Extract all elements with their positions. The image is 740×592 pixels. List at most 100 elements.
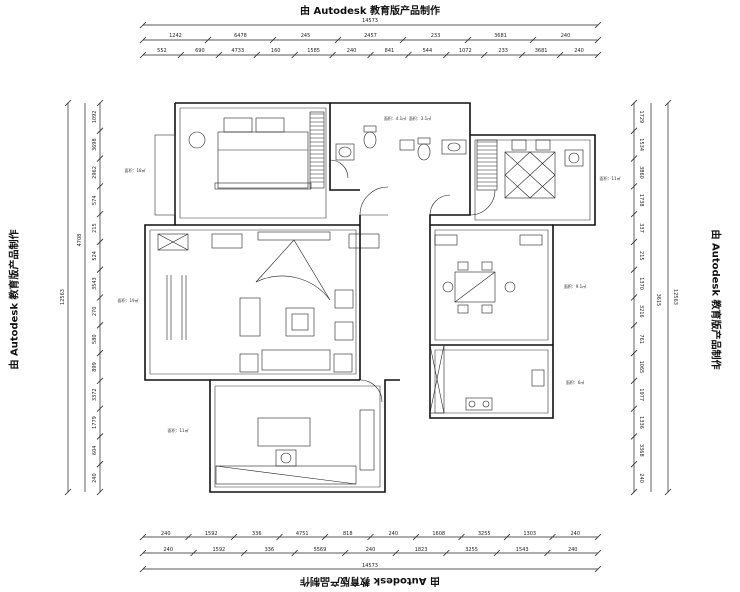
dimension-tick (544, 549, 551, 557)
dimension-tick (185, 533, 192, 541)
dimension-tick (392, 549, 400, 557)
dimension-tick (556, 51, 564, 59)
dimension-tick (64, 99, 72, 107)
dimension-tick (630, 99, 638, 107)
dimension-tick (594, 549, 602, 557)
wall-inner (149, 107, 591, 488)
second-bedroom-furniture (476, 139, 584, 199)
dimension-tick (630, 433, 638, 440)
living-room-furniture (157, 231, 380, 373)
left-row-dimension: 240 (92, 473, 98, 483)
right-row-dimension: 1738 (638, 194, 644, 207)
dimension-lines (67, 24, 669, 570)
dimension-tick (630, 405, 638, 412)
dimension-tick (503, 533, 511, 541)
bottom-row2-dimension: 1823 (415, 547, 428, 553)
dimension-tick (630, 460, 638, 468)
top-row2-dimension: 544 (423, 48, 433, 54)
dimension-tick (630, 210, 638, 218)
room-area-label: 面积：3.1㎡ (409, 115, 431, 121)
dimension-tick (96, 155, 104, 162)
left-row-dimension: 1092 (92, 111, 98, 124)
dimension-tick (204, 36, 212, 44)
dimension-tick (664, 99, 672, 107)
dimension-tick (139, 549, 147, 557)
bottom-row1-dimension: 4751 (296, 531, 309, 537)
room-area-label: 面积：6㎡ (566, 379, 585, 385)
left-row-dimension: 215 (92, 223, 98, 233)
right-row-dimension: 1977 (638, 388, 644, 401)
door-swings (329, 159, 496, 403)
bottom-row1-dimension: 1303 (523, 531, 536, 537)
top-row2-dimension: 3681 (535, 48, 548, 54)
dimension-tick (341, 549, 349, 557)
right-sub-dimension: 3615 (655, 294, 661, 307)
dimension-tick (399, 36, 407, 44)
bottom-row2-dimension: 5569 (314, 547, 327, 553)
dimension-tick (594, 36, 602, 44)
dimension-tick (443, 51, 450, 59)
top-row2-dimension: 240 (347, 48, 357, 54)
bottom-row2-dimension: 240 (164, 547, 174, 553)
dimension-tick (664, 488, 672, 496)
dimension-tick (96, 266, 104, 273)
left-sub-dimension: 4708 (77, 234, 83, 247)
dimension-tick (96, 294, 104, 301)
dimension-tick (334, 36, 342, 44)
top-row2-dimension: 1585 (307, 48, 320, 54)
dimension-tick (139, 533, 147, 541)
left-total-dimension: 12563 (60, 289, 66, 305)
bottom-row1-dimension: 336 (252, 531, 262, 537)
left-row-dimension: 3543 (92, 277, 98, 290)
dimension-tick (64, 488, 72, 496)
dimension-tick (96, 183, 104, 190)
dimension-tick (96, 405, 104, 412)
dimension-tick (139, 21, 147, 29)
left-row-dimension: 899 (92, 362, 98, 372)
dimension-tick (139, 565, 147, 573)
dimension-tick (253, 51, 261, 59)
top-row2-dimension: 841 (385, 48, 395, 54)
right-row-dimension: 240 (638, 473, 644, 483)
bottom-row2-dimension: 240 (568, 547, 578, 553)
dimension-tick (630, 322, 638, 329)
dimension-tick (291, 51, 298, 59)
right-total-dimension: 12563 (672, 289, 678, 305)
bedroom-furniture (188, 111, 325, 190)
bottom-row2-dimension: 3255 (465, 547, 478, 553)
dimension-tick (96, 488, 104, 496)
dimension-tick (96, 210, 104, 218)
top-total-dimension: 14573 (362, 18, 378, 24)
right-row-dimension: 1370 (638, 277, 644, 290)
top-row2-dimension: 1072 (459, 48, 472, 54)
dimension-tick (269, 36, 277, 44)
dimension-tick (139, 36, 147, 44)
top-row2-dimension: 233 (498, 48, 508, 54)
bottom-row2-dimension: 336 (265, 547, 275, 553)
left-row-dimension: 3698 (92, 138, 98, 151)
top-row2-dimension: 552 (157, 48, 167, 54)
dimension-tick (96, 322, 104, 329)
bottom-row1-dimension: 818 (343, 531, 353, 537)
dimension-tick (493, 549, 501, 557)
room-area-label: 面积：11㎡ (599, 175, 620, 181)
right-row-dimension: 1065 (638, 361, 644, 374)
dimension-tick (443, 549, 450, 557)
bottom-row2-dimension: 1592 (212, 547, 225, 553)
dimension-tick (630, 377, 638, 385)
dimension-tick (630, 183, 638, 190)
dimension-tick (630, 294, 638, 301)
left-row-dimension: 2962 (92, 166, 98, 179)
dimension-tick (464, 36, 472, 44)
dimension-tick (177, 51, 185, 59)
dimension-tick (630, 127, 638, 135)
walls (144, 102, 596, 493)
dimension-tick (630, 349, 638, 357)
kitchen-furniture (429, 344, 545, 414)
bottom-row2-dimension: 1543 (516, 547, 529, 553)
wardrobe-stripes (310, 113, 324, 183)
dimension-tick (291, 549, 298, 557)
room-area-label: 面积：18㎡ (124, 167, 145, 173)
